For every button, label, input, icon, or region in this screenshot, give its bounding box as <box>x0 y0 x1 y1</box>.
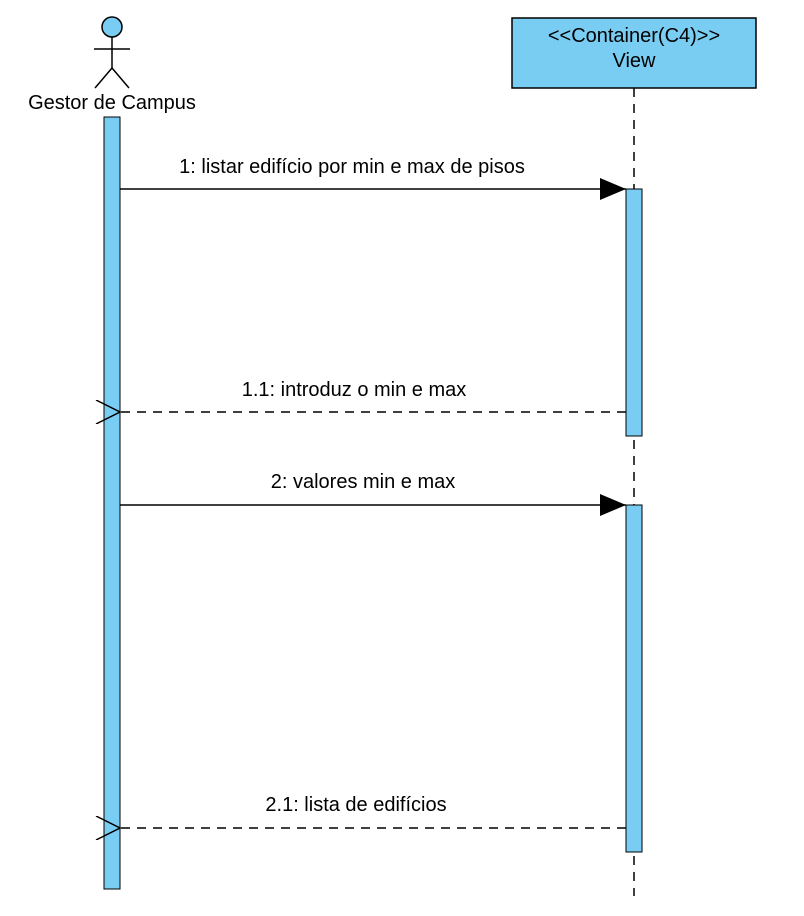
actor-activation-bar <box>103 116 121 890</box>
container-activation-bar-1 <box>625 188 643 437</box>
container-stereotype: <<Container(C4)>> <box>548 25 720 47</box>
message-1-label: 1: listar edifício por min e max de piso… <box>179 156 525 178</box>
message-2-1-label: 2.1: lista de edifícios <box>265 794 446 816</box>
container-box[interactable] <box>511 17 757 89</box>
container-activation-bar-2 <box>625 504 643 853</box>
actor-figure <box>94 16 130 89</box>
message-2-label: 2: valores min e max <box>271 471 456 493</box>
actor-name: Gestor de Campus <box>28 92 196 114</box>
message-1-1-label: 1.1: introduz o min e max <box>242 379 467 401</box>
container-name: View <box>613 50 657 72</box>
actor-head <box>101 16 123 38</box>
